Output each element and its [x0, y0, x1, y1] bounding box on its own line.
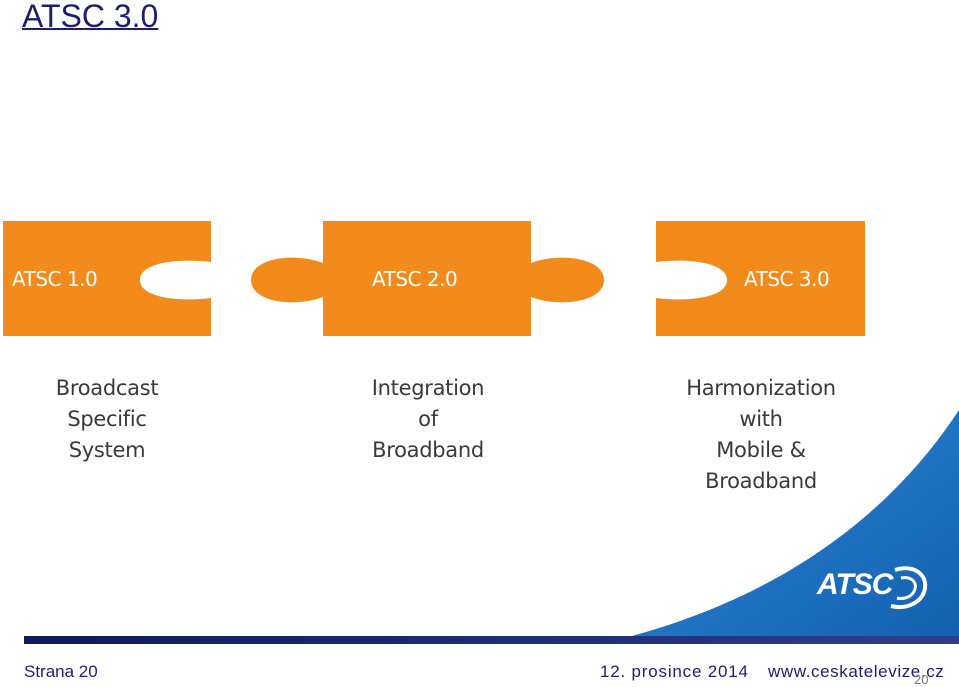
slide-title: ATSC 3.0	[22, 0, 159, 34]
caption-line: of	[418, 407, 438, 431]
caption-line: Specific	[67, 407, 147, 431]
piece-label-atsc-3: ATSC 3.0	[744, 267, 830, 291]
logo-swirl-icon	[890, 566, 928, 609]
puzzle-piece-3	[656, 221, 865, 336]
caption-line: System	[68, 438, 146, 462]
caption-line: with	[739, 407, 783, 431]
caption-line: Integration	[371, 376, 485, 400]
caption-line: Mobile &	[716, 438, 806, 462]
caption-harmonization: Harmonization with Mobile & Broadband	[668, 373, 854, 497]
page-number: 20	[914, 672, 929, 687]
logo-text: ATSC	[817, 568, 893, 601]
caption-line: Broadband	[372, 438, 484, 462]
footer-date: 12. prosince 2014	[600, 662, 749, 681]
footer-url[interactable]: www.ceskatelevize.cz	[768, 662, 945, 681]
caption-line: Broadcast	[55, 376, 159, 400]
puzzle-diagram	[3, 221, 865, 336]
puzzle-piece-2	[251, 221, 604, 336]
caption-broadcast: Broadcast Specific System	[36, 373, 178, 466]
caption-line: Harmonization	[686, 376, 836, 400]
puzzle-piece-1	[3, 221, 211, 336]
footer-page-label: Strana 20	[24, 662, 98, 681]
footer-bar	[24, 636, 959, 644]
caption-integration: Integration of Broadband	[353, 373, 503, 466]
piece-label-atsc-2: ATSC 2.0	[372, 267, 458, 291]
caption-line: Broadband	[705, 469, 817, 493]
swoosh-shape	[632, 410, 959, 636]
atsc-logo: ATSC	[817, 562, 929, 612]
piece-label-atsc-1: ATSC 1.0	[12, 267, 98, 291]
